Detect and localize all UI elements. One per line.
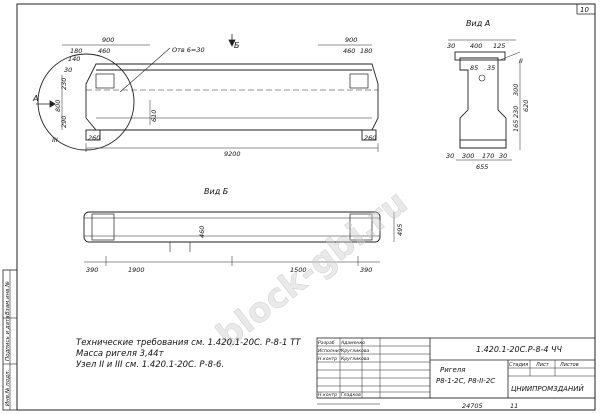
role-label: Разраб <box>318 340 335 346</box>
dim-label: 30 <box>499 152 507 160</box>
copy-sheet: 11 <box>510 402 518 410</box>
beam-outline <box>85 63 379 131</box>
arrow-a-label: А <box>32 94 38 103</box>
product-marks: Р8-1-2С, Р8-II-2С <box>436 377 495 385</box>
front-view-labels: 900 460 180 140 900 460 180 Отв 6=30 30 … <box>32 36 376 158</box>
signer-name: Адаменко <box>340 340 365 346</box>
plan-embed-left <box>91 213 115 241</box>
embed-left <box>95 73 115 89</box>
tech-note-1: Технические требования см. 1.420.1-20С. … <box>76 338 301 348</box>
dim-label: 260 <box>88 134 100 142</box>
dim-label: 300 <box>462 152 474 160</box>
product-name: Ригеля <box>440 366 465 374</box>
view-b <box>83 211 395 266</box>
dim-label: 230 <box>60 78 68 90</box>
section-profile <box>459 57 507 149</box>
copy-number: 24705 <box>462 402 483 410</box>
n-control-label: Н.контр <box>318 392 337 398</box>
tech-note-2: Масса ригеля 3,44т <box>76 349 164 359</box>
beam-plan <box>83 211 381 243</box>
dim-label: 390 <box>86 266 98 274</box>
role-label: Исполнит <box>318 348 342 354</box>
side-stamp-cell: Подпись и дата <box>5 315 11 361</box>
signer-name: Кругликова <box>341 348 370 354</box>
sheets-label: Листов <box>559 362 579 368</box>
dim-label: 620 <box>522 100 530 112</box>
sheet-label: Лист <box>535 362 550 368</box>
dim-label: 30 <box>446 152 454 160</box>
n-control-name: Гладков <box>341 392 361 398</box>
front-view-arrows <box>36 34 236 108</box>
dim-label: 125 <box>493 42 505 50</box>
dim-label: 180 <box>360 47 372 55</box>
dim-label: 460 <box>98 47 110 55</box>
dim-label: 230 <box>512 106 520 118</box>
view-a-title: Вид А <box>466 19 490 28</box>
overall-length: 9200 <box>224 150 241 158</box>
view-b-title: Вид Б <box>204 187 229 196</box>
frame-outer <box>16 3 596 411</box>
title-block-text: 1.420.1-20С.Р-8-4 ЧЧ Ригеля Р8-1-2С, Р8-… <box>318 340 584 410</box>
support-right <box>361 129 377 141</box>
dim-label: 30 <box>64 66 72 74</box>
dim-label: 165 <box>512 120 520 132</box>
dim-label: 1900 <box>128 266 145 274</box>
embed-right <box>349 73 369 89</box>
plan-embed-right <box>349 213 373 241</box>
signer-name: Кругликова <box>341 356 370 362</box>
section-cap <box>454 51 506 61</box>
dim-label: 390 <box>360 266 372 274</box>
organization: ЦНИИПРОМЗДАНИЙ <box>511 384 584 393</box>
dim-label: 180 <box>70 47 82 55</box>
dim-label: 85 <box>470 64 478 72</box>
dim-label: 460 <box>343 47 355 55</box>
section-iii-label: III <box>52 136 58 144</box>
dim-label: 1500 <box>290 266 307 274</box>
hole-note: Отв 6=30 <box>172 46 205 54</box>
view-b-labels: Вид Б 460 495 390 1900 1500 390 <box>86 187 404 274</box>
dim-label: 290 <box>60 116 68 128</box>
section-ii-label: II <box>519 57 523 65</box>
dim-label: 460 <box>198 226 206 238</box>
side-stamp-cell: Инв.№ подл. <box>5 370 11 406</box>
dim-label: 800 <box>54 100 62 112</box>
dim-label: 655 <box>476 163 488 171</box>
title-block <box>316 337 596 405</box>
tech-note-3: Узел II и III см. 1.420.1-20С. Р-8-6. <box>76 360 225 370</box>
side-stamp: Инв.№ подл. Подпись и дата Взам.инв.№ <box>2 269 18 411</box>
document-code: 1.420.1-20С.Р-8-4 ЧЧ <box>476 345 563 354</box>
dim-label: 610 <box>150 110 158 122</box>
view-a-labels: Вид А 30 400 125 85 35 II 300 230 165 62… <box>446 19 530 171</box>
dim-label: 900 <box>102 36 114 44</box>
watermark: block-gbi.ru <box>209 183 415 356</box>
dim-label: 400 <box>470 42 482 50</box>
front-view <box>37 44 379 152</box>
dim-label: 300 <box>512 84 520 96</box>
stage-label: Стадия <box>509 362 528 368</box>
dim-label: 495 <box>396 224 404 236</box>
dim-label: 140 <box>68 55 80 63</box>
side-stamp-cell: Взам.инв.№ <box>5 281 11 315</box>
dim-label: 170 <box>482 152 494 160</box>
dim-label: 30 <box>447 42 455 50</box>
dim-label: 900 <box>345 36 357 44</box>
arrow-b-label: Б <box>234 41 240 50</box>
dim-label: 35 <box>487 64 495 72</box>
role-label: Н.контр <box>318 356 337 362</box>
page-number: 10 <box>580 6 589 14</box>
dim-label: 260 <box>364 134 376 142</box>
support-left <box>85 129 101 141</box>
view-a <box>448 39 521 161</box>
